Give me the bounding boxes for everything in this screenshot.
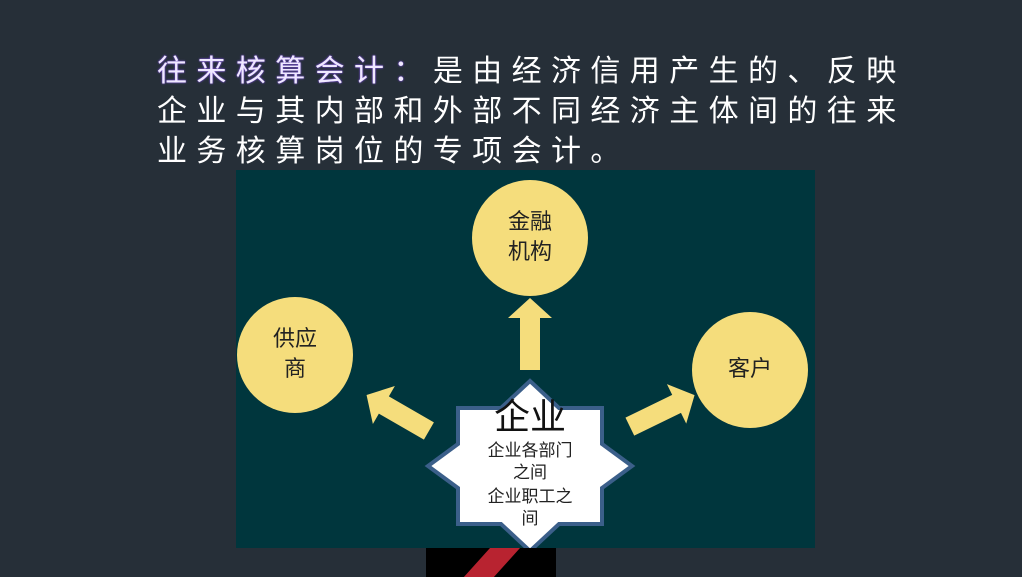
center-line-2: 企业职工之间 <box>487 487 573 529</box>
title-highlight: 往来核算会计： <box>157 54 433 89</box>
node-label: 金融机构 <box>507 210 552 265</box>
node-label: 供应商 <box>272 327 317 382</box>
center-line-1: 企业各部门之间 <box>487 441 573 483</box>
arrow-left <box>366 385 434 440</box>
slide-title: 往来核算会计：是由经济信用产生的、反映企业与其内部和外部不同经济主体间的往来业务… <box>157 52 917 172</box>
star-shape <box>424 378 636 548</box>
node-customer: 客户 <box>692 312 808 428</box>
node-supplier: 供应商 <box>237 297 353 413</box>
node-financial-institution: 金融机构 <box>472 180 588 296</box>
decorative-stripe <box>426 548 556 577</box>
title-text: 是由经济信用产生的、反映企业与其内部和外部不同经济主体间的往来业务核算岗位的专项… <box>157 54 906 169</box>
center-title: 企业 <box>493 397 566 438</box>
arrow-right <box>625 384 695 436</box>
diagram-shapes <box>366 298 695 548</box>
relationship-diagram: 金融机构 供应商 客户 企业 企业各部门之间 企业职工之间 <box>236 170 815 548</box>
node-label: 客户 <box>727 357 772 382</box>
arrow-up <box>508 298 552 370</box>
center-enterprise: 企业 企业各部门之间 企业职工之间 <box>430 398 630 530</box>
red-stripe <box>453 548 520 577</box>
